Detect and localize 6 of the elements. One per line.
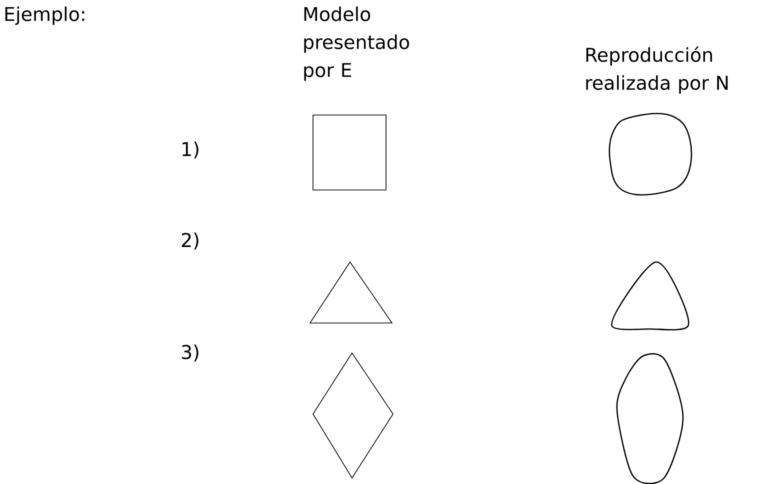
row-number: 3) — [182, 344, 198, 362]
row-number: 2) — [182, 232, 198, 250]
column-heading: Modelo presentado por E — [304, 6, 410, 81]
row-number: 1) — [182, 142, 198, 158]
column-heading: Reproducción realizada por N — [586, 46, 728, 94]
example-label: Ejemplo: — [5, 6, 84, 25]
